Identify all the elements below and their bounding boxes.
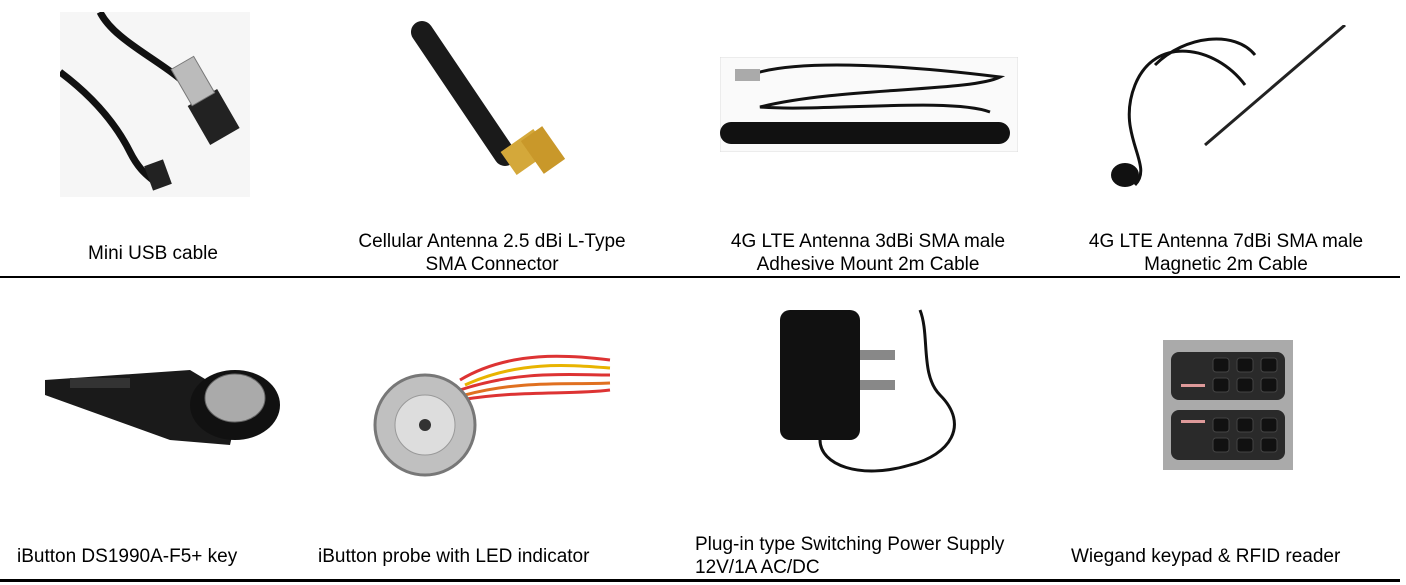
product-caption: iButton probe with LED indicator (318, 545, 589, 568)
caption-line: iButton probe with LED indicator (318, 546, 590, 567)
caption-line: iButton DS1990A-F5+ key (17, 546, 238, 567)
caption-line: 4G LTE Antenna 7dBi SMA male (1088, 231, 1364, 252)
wiegand-keypad-image (1163, 340, 1293, 470)
caption-line: 4G LTE Antenna 3dBi SMA male (730, 231, 1006, 252)
caption-line: 12V/1A AC/DC (695, 557, 820, 578)
caption-line: Mini USB cable (88, 243, 218, 264)
bottom-divider (0, 579, 1400, 582)
lte-antenna-3dbi-image (720, 57, 1018, 152)
product-caption: iButton DS1990A-F5+ key (17, 545, 237, 568)
ibutton-probe-image (373, 354, 611, 477)
power-supply-image (780, 309, 956, 473)
row-divider (0, 276, 1400, 278)
cellular-antenna-image (411, 21, 566, 175)
caption-line: SMA Connector (425, 254, 559, 275)
ibutton-key-image (45, 370, 280, 445)
caption-line: Wiegand keypad & RFID reader (1071, 546, 1341, 567)
product-caption: Wiegand keypad & RFID reader (1071, 545, 1340, 568)
caption-line: Magnetic 2m Cable (1144, 254, 1308, 275)
mini-usb-cable-image (60, 12, 250, 197)
caption-line: Cellular Antenna 2.5 dBi L-Type (358, 231, 626, 252)
caption-line: Adhesive Mount 2m Cable (756, 254, 980, 275)
lte-antenna-7dbi-image (1111, 25, 1346, 187)
product-caption: Mini USB cable (88, 242, 218, 265)
caption-line: Plug-in type Switching Power Supply (695, 534, 1005, 555)
